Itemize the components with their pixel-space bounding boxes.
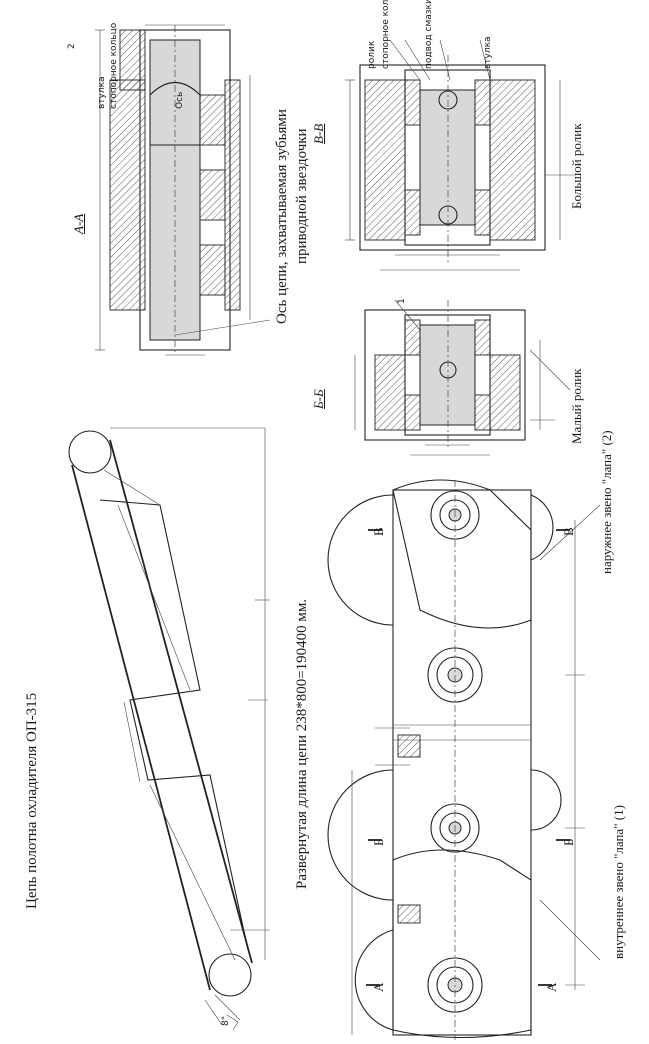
big-wheel-1 xyxy=(327,494,394,626)
chain-lower-run xyxy=(71,464,211,991)
bb-small-roller-left xyxy=(374,354,406,431)
link-band xyxy=(392,489,532,1036)
head-sprocket xyxy=(68,430,112,474)
outer-link-plate-top xyxy=(392,479,532,629)
big-wheel-3 xyxy=(354,929,394,1031)
chain-upper-run xyxy=(109,439,253,964)
vv-big-roller-left xyxy=(364,79,406,241)
section-bb-drawing xyxy=(354,299,571,456)
vv-big-roller-right xyxy=(489,79,536,241)
conveyor-overview xyxy=(68,427,270,1031)
chain-plan-view xyxy=(327,479,601,1040)
bolt-1 xyxy=(397,734,421,758)
bb-outline xyxy=(364,309,526,441)
bolt-2 xyxy=(397,904,421,924)
tail-sprocket xyxy=(208,953,252,997)
big-wheel-2 xyxy=(327,769,394,901)
vv-outline xyxy=(359,64,546,251)
cooler-frame-outline xyxy=(99,499,249,951)
bb-small-roller-right xyxy=(489,354,521,431)
inner-link-plate-bottom xyxy=(392,849,532,1039)
section-aa-drawing xyxy=(95,24,271,356)
section-vv-drawing xyxy=(345,39,575,271)
